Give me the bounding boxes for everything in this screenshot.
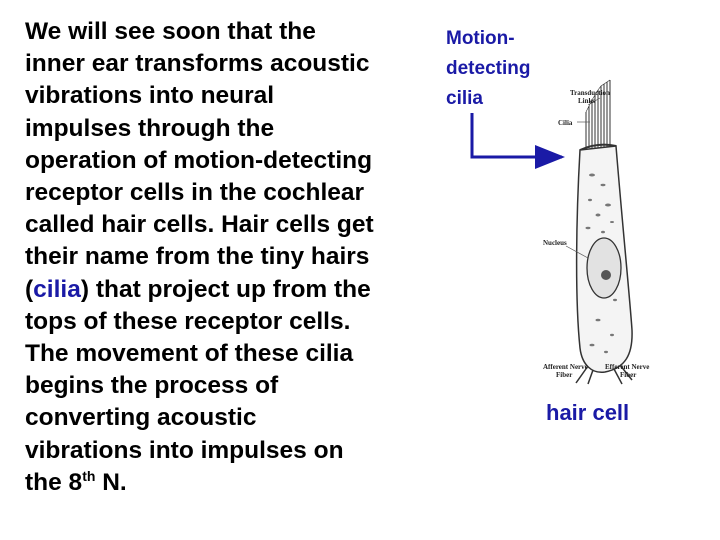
text-line: We will see soon that the [25, 18, 316, 45]
text-line: The movement of these cilia [25, 340, 354, 368]
text-line: vibrations into impulses on [25, 436, 344, 464]
cilia-highlight: cilia [33, 275, 81, 303]
text-line: begins the process of [25, 372, 279, 400]
efferent-label: Efferent Nerve [605, 363, 649, 371]
text-line: called hair cells. Hair cells get [25, 211, 374, 239]
transduction-label: Links [578, 97, 595, 105]
afferent-label: Fiber [556, 371, 572, 379]
text-line: impulses through the [25, 114, 275, 142]
text-line: their name from the tiny hairs [25, 243, 370, 271]
cilia-bundle [585, 79, 611, 148]
cilia-label: Cilia [558, 119, 573, 127]
text-line: vibrations into neural [25, 82, 275, 110]
label-line: detecting [446, 58, 531, 79]
text-line: inner ear transforms acoustic [25, 50, 370, 78]
nucleus-label: Nucleus [543, 239, 567, 247]
ordinal-superscript: th [82, 467, 96, 484]
organelles [585, 173, 617, 354]
label-line: cilia [446, 88, 483, 109]
paren-open: ( [25, 275, 34, 303]
body-paragraph: We will see soon that the inner ear tran… [25, 16, 435, 499]
text-fragment: the 8 [25, 468, 83, 496]
transduction-label: Transduction [570, 89, 610, 97]
text-fragment: N. [95, 468, 127, 496]
motion-detecting-cilia-label: Motion- detecting cilia [446, 24, 530, 114]
cuticular-plate [579, 143, 617, 151]
hair-cell-caption: hair cell [546, 400, 630, 425]
text-line-last: the 8th N. [25, 467, 435, 499]
label-line: Motion- [446, 28, 515, 49]
efferent-label: Fiber [620, 371, 636, 379]
text-line: tops of these receptor cells. [25, 307, 351, 335]
text-fragment: ) that project up from the [80, 275, 371, 303]
text-line: converting acoustic [25, 404, 257, 432]
text-line: operation of motion-detecting [25, 146, 373, 174]
nucleolus [601, 270, 611, 280]
leader-lines [565, 97, 601, 259]
pointer-arrow [470, 113, 565, 169]
text-line-cilia: (cilia) that project up from the [25, 274, 435, 306]
nerve-fibers [575, 364, 633, 385]
nucleus [586, 237, 622, 299]
text-line: receptor cells in the cochlear [25, 179, 365, 207]
afferent-label: Afferent Nerve [543, 363, 588, 371]
